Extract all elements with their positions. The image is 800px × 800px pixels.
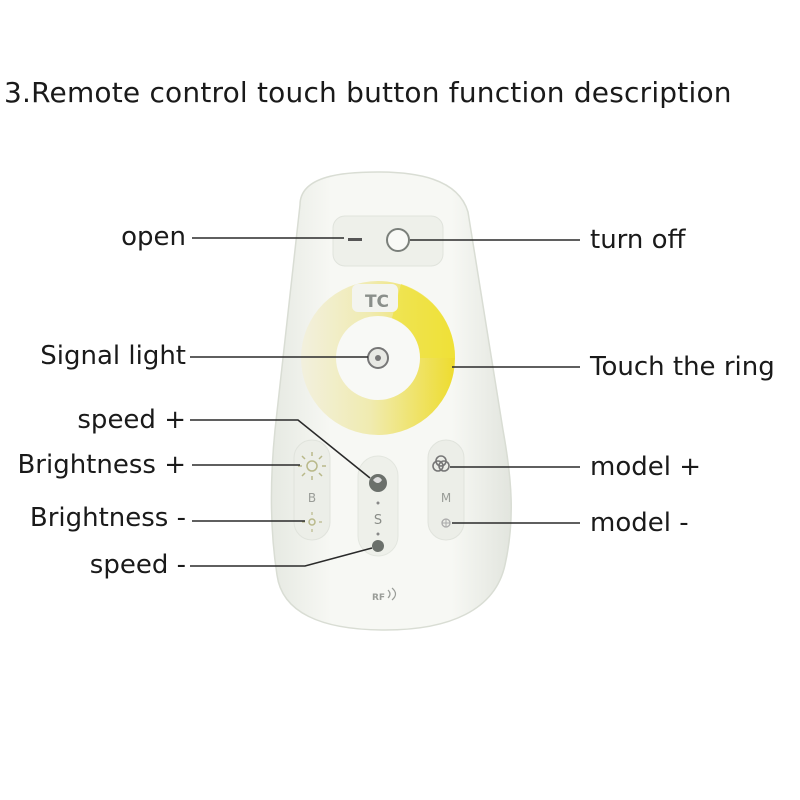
power-on-button[interactable] <box>348 238 362 241</box>
label-model-minus: model - <box>590 508 689 538</box>
power-off-button[interactable] <box>387 229 409 251</box>
brand-logo: TC <box>365 292 389 312</box>
rf-mark: RF <box>372 593 385 603</box>
speed-plus-button[interactable] <box>369 474 387 492</box>
model-letter: M <box>441 491 451 505</box>
label-signal-light: Signal light <box>40 341 186 371</box>
model-minus-button[interactable] <box>442 519 450 527</box>
label-turn-off: turn off <box>590 225 685 255</box>
label-brightness-plus: Brightness + <box>17 450 186 480</box>
speed-minus-button[interactable] <box>372 540 384 552</box>
speed-letter: S <box>374 513 382 528</box>
label-speed-minus: speed - <box>90 550 186 580</box>
brightness-letter: B <box>308 491 316 505</box>
label-brightness-minus: Brightness - <box>30 503 186 533</box>
label-model-plus: model + <box>590 452 701 482</box>
label-touch-ring: Touch the ring <box>590 352 775 382</box>
label-open: open <box>121 222 186 252</box>
label-speed-plus: speed + <box>77 405 186 435</box>
